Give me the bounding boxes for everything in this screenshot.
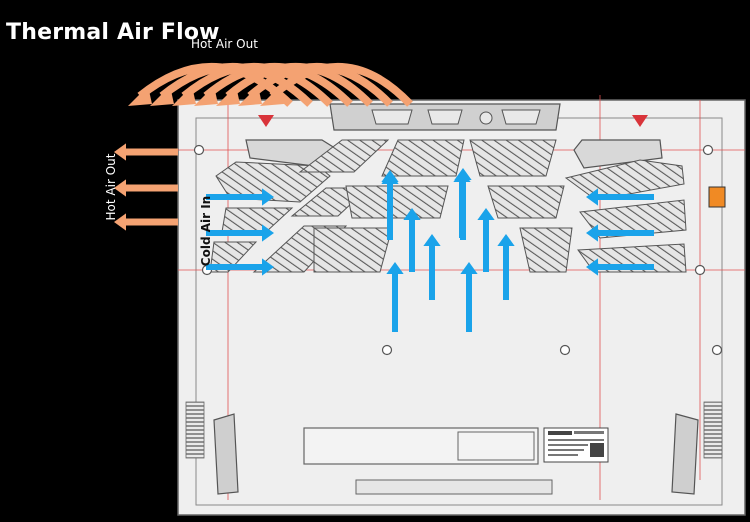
cold-air-up-arrow-head: [381, 172, 399, 184]
hot-air-out-left-arrows: [114, 143, 178, 231]
cold-air-in-label: Cold Air In: [199, 195, 213, 267]
hot-air-left-arrow: [114, 143, 178, 161]
hinge-screw: [479, 111, 493, 125]
cold-air-up-arrow: [423, 234, 441, 300]
hot-air-curved-arrow: [260, 63, 413, 107]
cold-air-up-arrow: [497, 234, 515, 300]
cold-air-up-arrow-head: [453, 170, 471, 182]
cold-air-left-arrow: [206, 188, 274, 206]
cold-air-right-arrow-head: [586, 258, 598, 276]
cold-air-up-arrow: [381, 172, 399, 238]
cold-air-in-left-arrows: [206, 188, 274, 276]
cold-air-up-arrow-head: [403, 208, 421, 220]
side-orange-tab: [708, 186, 726, 208]
warning-triangle-left: [258, 115, 274, 127]
cold-air-up-arrow-head: [497, 234, 515, 246]
cold-air-up-arrow-head: [477, 208, 495, 220]
hinge-detail-right: [501, 109, 541, 125]
cold-air-left-arrow-head: [262, 188, 274, 206]
hot-air-curved-arrow-head: [194, 86, 218, 106]
service-panel-inner: [457, 431, 535, 461]
warning-triangle-right: [632, 115, 648, 127]
cold-air-left-arrow: [206, 224, 274, 242]
bottom-vent-grille: [209, 139, 687, 273]
cold-air-up-arrow-head: [423, 234, 441, 246]
service-panel: [303, 427, 539, 465]
cold-air-up-arrow: [403, 208, 421, 272]
product-label: [543, 427, 609, 463]
hot-air-curved-arrow-head: [150, 86, 174, 106]
hot-air-out-top-label: Hot Air Out: [191, 37, 258, 51]
hot-air-out-left-label: Hot Air Out: [104, 153, 118, 221]
cold-air-in-right-arrows: [586, 188, 654, 276]
cold-air-right-arrow: [586, 224, 654, 242]
hot-air-left-arrow-head: [114, 179, 126, 197]
cold-air-up-arrow: [460, 262, 478, 332]
side-vent-right: [703, 401, 723, 459]
hot-air-out-curved-arrows: [128, 63, 413, 107]
cold-air-left-arrow-head: [262, 258, 274, 276]
hot-air-left-arrow-head: [114, 143, 126, 161]
cold-air-up-arrow-head: [460, 262, 478, 274]
laptop-chassis: [177, 95, 746, 516]
hot-air-curved-arrow-head: [216, 86, 240, 106]
hot-air-curved-arrow-shaft: [269, 63, 413, 107]
hot-air-curved-arrow-head: [128, 86, 152, 106]
hot-air-curved-arrow-head: [260, 86, 284, 106]
hot-air-curved-arrow-head: [172, 86, 196, 106]
hinge-detail-left: [371, 109, 413, 125]
fan-intake-right: [573, 139, 663, 169]
cold-air-up-arrow: [477, 208, 495, 272]
cold-air-right-arrow-head: [586, 224, 598, 242]
bottom-rail: [355, 479, 553, 495]
cold-air-right-arrow: [586, 188, 654, 206]
cold-air-left-arrow: [206, 258, 274, 276]
hot-air-left-arrow: [114, 179, 178, 197]
cold-air-up-arrow-head: [386, 262, 404, 274]
cold-air-left-arrow-head: [262, 224, 274, 242]
rubber-foot-right: [671, 413, 699, 495]
rubber-foot-left: [213, 413, 239, 495]
cold-air-right-arrow: [586, 258, 654, 276]
hot-air-left-arrow-head: [114, 213, 126, 231]
hot-air-curved-arrow-head: [238, 86, 262, 106]
hot-air-left-arrow: [114, 213, 178, 231]
cold-air-up-arrows: [381, 168, 515, 332]
cold-air-right-arrow-head: [586, 188, 598, 206]
cold-air-up-arrow: [453, 170, 471, 238]
diagram-title: Thermal Air Flow: [6, 20, 220, 45]
side-vent-left: [185, 401, 205, 459]
cold-air-up-arrow: [386, 262, 404, 332]
hinge-detail-center: [427, 109, 463, 125]
